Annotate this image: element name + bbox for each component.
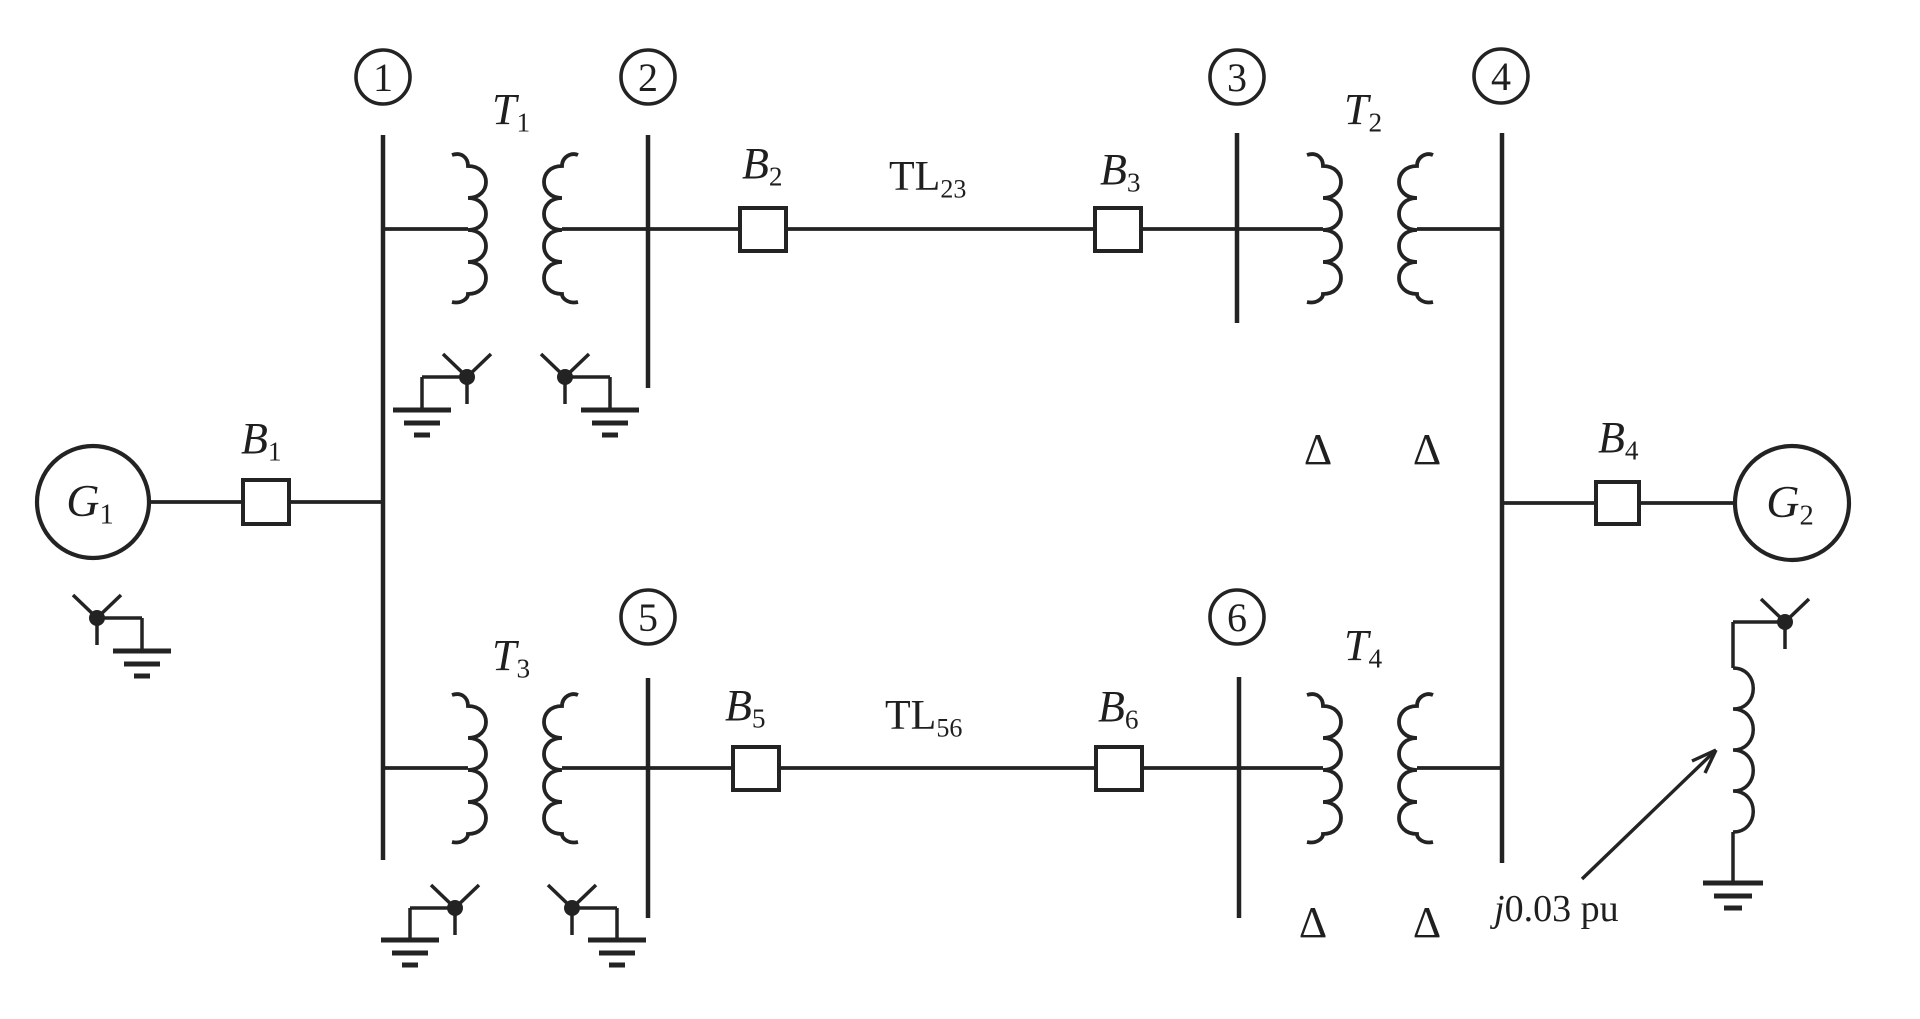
breaker-b4-box	[1594, 480, 1641, 526]
delta-winding-symbol-t4-secondary: Δ	[1412, 898, 1442, 947]
t3-primary-coil	[451, 692, 488, 845]
ground-icon	[1703, 880, 1763, 911]
t2-secondary-coil	[1397, 152, 1434, 305]
bus-5-number: 5	[638, 595, 658, 640]
generator-g1-circle	[34, 443, 152, 561]
breaker-b1-box	[241, 478, 291, 526]
transformer-windings	[451, 152, 1434, 845]
ground-icon	[113, 648, 171, 679]
ground-icon	[393, 407, 451, 438]
arrow-barb	[1691, 748, 1717, 763]
ground-icon	[381, 937, 439, 968]
arrow-barb	[1703, 749, 1718, 774]
reactor-impedance-annotation: j0.03 pu	[1494, 888, 1619, 930]
breaker-b2-box	[738, 206, 788, 253]
wye-ground-t3-secondary	[546, 883, 646, 968]
bus-4-circle	[1472, 47, 1530, 105]
wye-ground-t1-secondary	[539, 352, 639, 438]
grounding-reactor-coil	[1732, 666, 1755, 834]
breaker-b6-label: B6	[1098, 682, 1139, 735]
transmission-line-tl23-label: TL23	[889, 154, 967, 204]
connector-lines	[149, 227, 1735, 770]
wye-ground-t1-primary	[393, 352, 493, 438]
generator-g2-label: G2	[1766, 475, 1814, 532]
reactor-annotation-arrow	[1580, 748, 1718, 881]
wye-ground-t3-primary	[381, 883, 481, 968]
transformer-t4-label: T4	[1344, 621, 1383, 674]
node-circles	[34, 47, 1852, 646]
ground-icon	[588, 937, 646, 968]
t1-secondary-coil	[542, 152, 579, 305]
transformer-t3-label: T3	[492, 631, 531, 684]
bus-4-number: 4	[1491, 54, 1511, 99]
breaker-squares	[241, 206, 1641, 792]
bus-6-circle	[1208, 588, 1266, 646]
transmission-line-tl56-label: TL56	[885, 693, 963, 743]
t4-primary-coil	[1306, 692, 1343, 845]
bus-2-number: 2	[638, 55, 658, 100]
breaker-b3-label: B3	[1100, 145, 1141, 198]
delta-winding-symbol-t4-primary: Δ	[1298, 898, 1328, 947]
t2-primary-coil	[1306, 152, 1343, 305]
wye-ground-g1	[71, 593, 171, 679]
bus-2-circle	[619, 48, 677, 106]
bus-1-number: 1	[373, 55, 393, 100]
breaker-b5-box	[731, 745, 781, 792]
generator-g1-label: G1	[66, 474, 114, 531]
arrow-shaft	[1580, 748, 1718, 881]
generator-g2-circle	[1732, 443, 1852, 563]
breaker-b6-box	[1094, 745, 1144, 792]
breaker-b2-label: B2	[742, 139, 783, 192]
t4-secondary-coil	[1397, 692, 1434, 845]
transformer-t1-label: T1	[492, 85, 531, 138]
transformer-t2-label: T2	[1344, 85, 1383, 138]
bus-bars	[380, 133, 1505, 918]
bus-5-circle	[619, 588, 677, 646]
breaker-b4-label: B4	[1598, 413, 1639, 466]
bus-6-number: 6	[1227, 595, 1247, 640]
t1-primary-coil	[451, 152, 488, 305]
breaker-b1-label: B1	[241, 414, 282, 467]
ground-icon	[581, 407, 639, 438]
t3-secondary-coil	[542, 692, 579, 845]
bus-3-circle	[1208, 48, 1266, 106]
breaker-b3-box	[1093, 206, 1143, 253]
bus-3-number: 3	[1227, 55, 1247, 100]
delta-winding-symbol-t2-primary: Δ	[1303, 425, 1333, 474]
delta-winding-symbol-t2-secondary: Δ	[1412, 425, 1442, 474]
wye-ground-reactor-g2	[1703, 597, 1811, 911]
bus-1-circle	[354, 48, 412, 106]
breaker-b5-label: B5	[725, 681, 766, 734]
